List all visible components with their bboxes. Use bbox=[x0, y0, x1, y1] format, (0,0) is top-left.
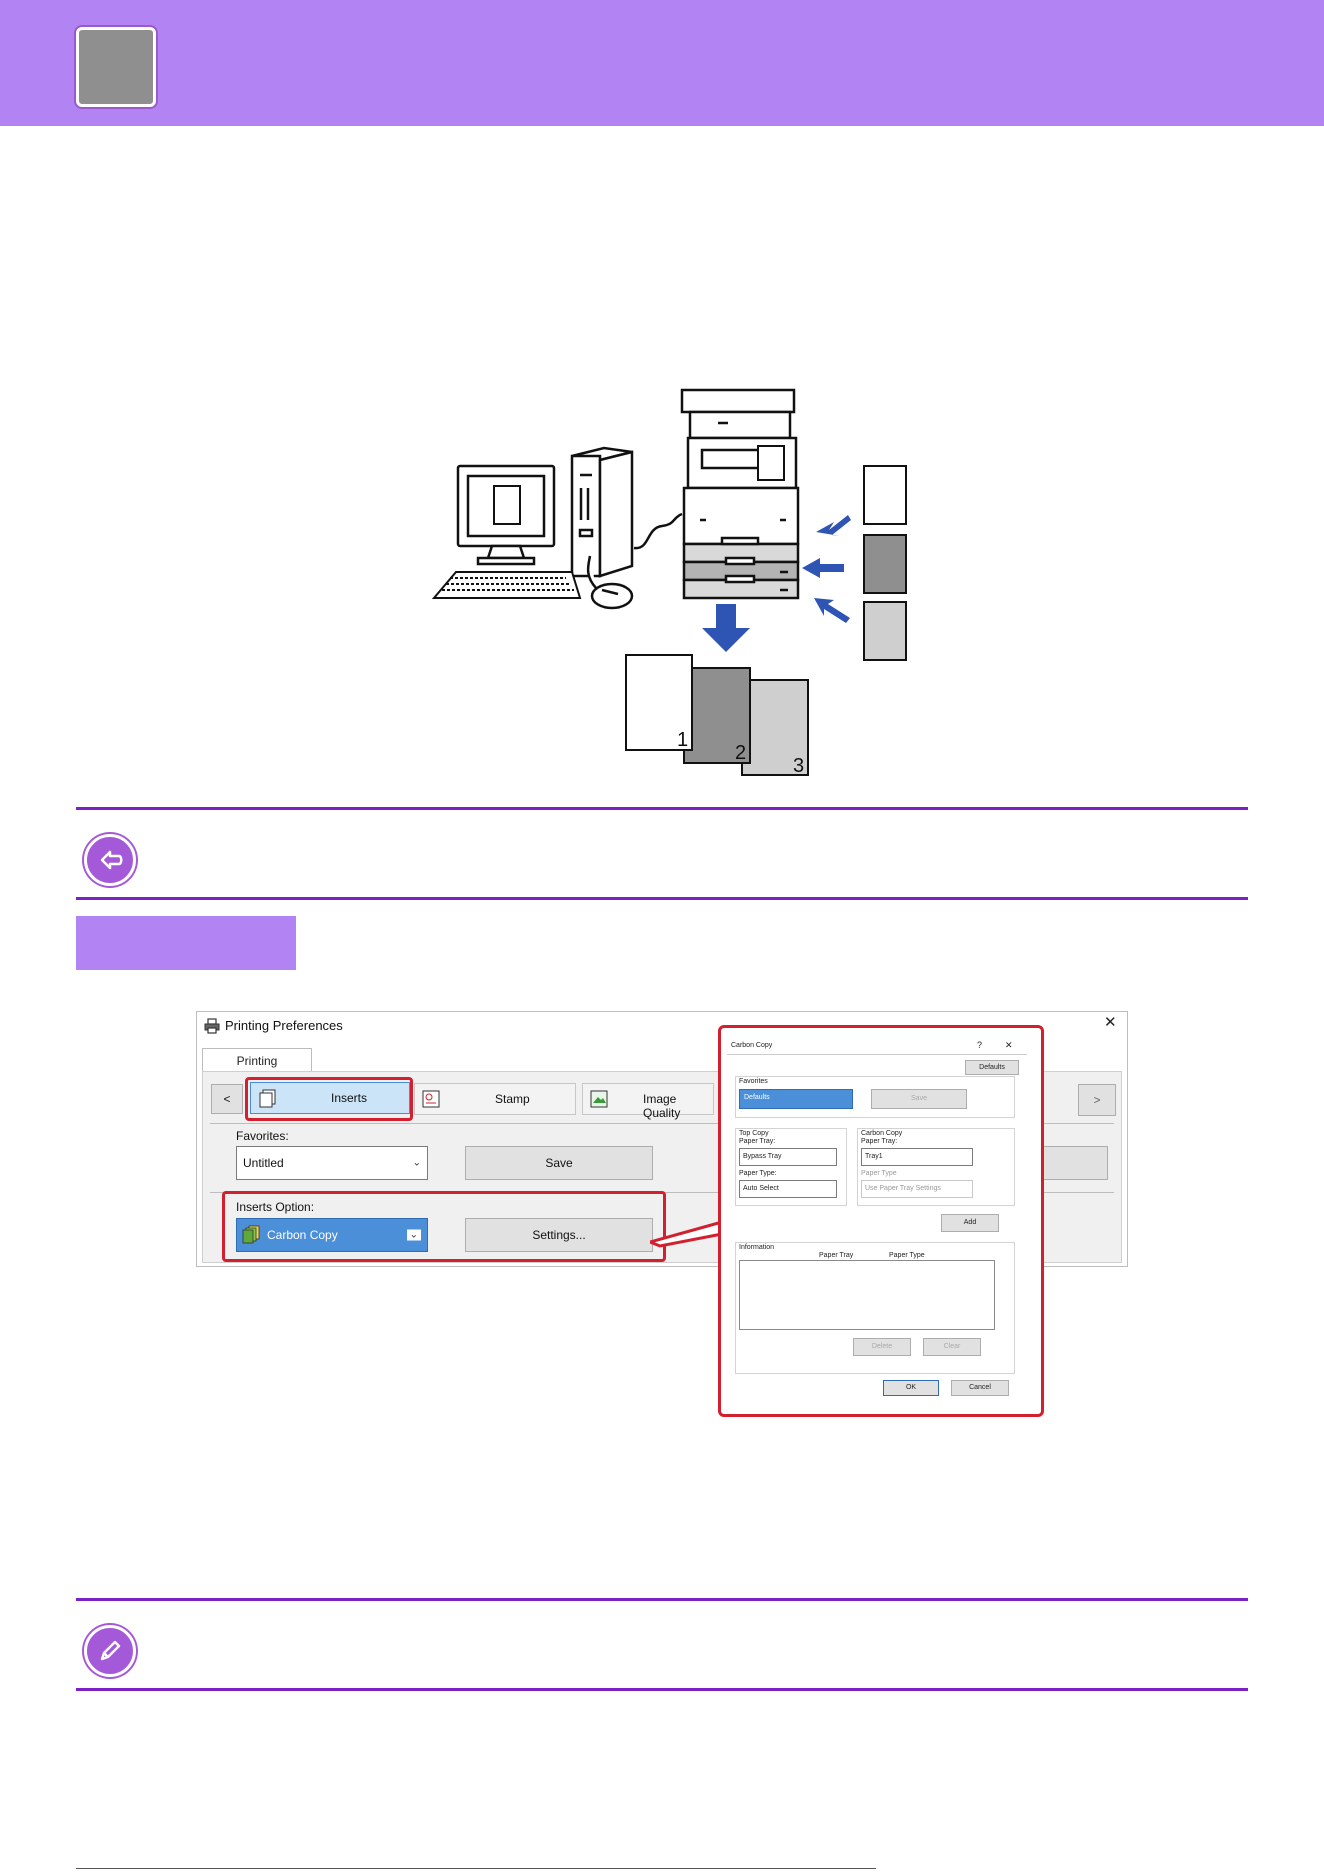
paper-feed-arrows bbox=[702, 515, 851, 652]
reference-rule-top bbox=[76, 807, 1248, 810]
information-label: Information bbox=[739, 1244, 775, 1251]
cc-add-button[interactable]: Add bbox=[941, 1214, 999, 1232]
cc-ok-button[interactable]: OK bbox=[883, 1380, 939, 1396]
window-close-button[interactable]: ✕ bbox=[1104, 1014, 1117, 1031]
window-title: Printing Preferences bbox=[225, 1018, 343, 1033]
top-paper-tray-label: Paper Tray: bbox=[739, 1138, 776, 1145]
stamp-icon bbox=[422, 1090, 440, 1108]
multifunction-printer-icon bbox=[680, 388, 800, 600]
panel-divider bbox=[210, 1123, 1114, 1124]
features-prev-button[interactable]: < bbox=[211, 1084, 243, 1114]
chevron-down-icon: ⌄ bbox=[406, 1229, 421, 1241]
mouse-icon bbox=[586, 555, 634, 610]
cc-paper-type-label: Paper Type bbox=[861, 1170, 897, 1177]
step-heading-box bbox=[76, 916, 296, 970]
note-rule-top bbox=[76, 1598, 1248, 1601]
tab-printing-preferences[interactable]: Printing Preferences bbox=[202, 1048, 312, 1092]
chevron-down-icon: ⌄ bbox=[412, 1157, 421, 1169]
chapter-marker-square bbox=[76, 27, 156, 107]
inserts-icon bbox=[259, 1089, 276, 1108]
inserts-highlight-frame bbox=[245, 1077, 413, 1121]
carbon-copy-dialog: Carbon Copy ? ✕ Defaults Favorites Defau… bbox=[718, 1025, 1044, 1417]
cc-paper-type-select[interactable]: Use Paper Tray Settings bbox=[861, 1180, 973, 1198]
inserts-option-highlight-frame bbox=[222, 1191, 666, 1262]
col-paper-tray: Paper Tray bbox=[819, 1252, 854, 1259]
paper-sheet-dark-gray bbox=[863, 534, 907, 594]
partially-hidden-button[interactable] bbox=[1040, 1146, 1108, 1180]
inserts-option-value: Carbon Copy bbox=[267, 1228, 338, 1242]
carbon-copy-icon bbox=[242, 1225, 260, 1244]
top-copy-group bbox=[735, 1128, 847, 1206]
settings-button[interactable]: Settings... bbox=[465, 1218, 653, 1252]
cc-paper-tray-value: Tray1 bbox=[865, 1153, 883, 1160]
carbon-copy-help-button[interactable]: ? bbox=[977, 1040, 983, 1050]
inserts-option-label: Inserts Option: bbox=[236, 1200, 315, 1214]
title-divider bbox=[727, 1054, 1027, 1055]
paper-sheet-light-gray bbox=[863, 601, 907, 661]
inserts-option-select[interactable]: Carbon Copy ⌄ bbox=[236, 1218, 428, 1252]
favorites-save-button[interactable]: Save bbox=[465, 1146, 653, 1180]
defaults-button[interactable]: Defaults bbox=[965, 1060, 1019, 1075]
note-rule-bottom bbox=[76, 1688, 1248, 1691]
cc-favorites-select[interactable]: Defaults bbox=[739, 1089, 853, 1109]
feature-inserts-label: Inserts bbox=[331, 1091, 368, 1105]
reference-rule-bottom bbox=[76, 897, 1248, 900]
feature-stamp-button[interactable]: Stamp bbox=[414, 1083, 576, 1115]
top-paper-type-value: Auto Select bbox=[743, 1185, 779, 1192]
carbon-copy-group bbox=[857, 1128, 1015, 1206]
paper-sheet-white bbox=[863, 465, 907, 525]
page-number-3: 3 bbox=[793, 755, 804, 777]
page-number-2: 2 bbox=[735, 742, 746, 764]
top-paper-type-label: Paper Type: bbox=[739, 1170, 777, 1177]
printer-icon bbox=[204, 1018, 220, 1034]
output-page-2 bbox=[683, 667, 751, 764]
col-paper-type: Paper Type bbox=[889, 1252, 925, 1259]
output-page-3 bbox=[741, 679, 809, 776]
favorites-group bbox=[735, 1076, 1015, 1118]
cc-paper-tray-select[interactable]: Tray1 bbox=[861, 1148, 973, 1166]
feature-inserts-button[interactable]: Inserts bbox=[250, 1082, 410, 1114]
cc-cancel-button[interactable]: Cancel bbox=[951, 1380, 1009, 1396]
cc-clear-button[interactable]: Clear bbox=[923, 1338, 981, 1356]
cc-save-button[interactable]: Save bbox=[871, 1089, 967, 1109]
print-insert-illustration: 1 2 3 bbox=[431, 388, 907, 777]
callout-connector bbox=[650, 1220, 724, 1248]
top-copy-label: Top Copy bbox=[739, 1130, 769, 1137]
pencil-icon bbox=[84, 1625, 136, 1677]
cc-paper-type-value: Use Paper Tray Settings bbox=[865, 1185, 941, 1192]
keyboard-icon bbox=[431, 571, 582, 599]
cc-paper-tray-label: Paper Tray: bbox=[861, 1138, 898, 1145]
information-list[interactable] bbox=[739, 1260, 995, 1330]
favorites-label: Favorites: bbox=[236, 1129, 289, 1143]
favorites-select[interactable]: Untitled ⌄ bbox=[236, 1146, 428, 1180]
cc-favorites-value: Defaults bbox=[744, 1094, 770, 1101]
chapter-header-band bbox=[0, 0, 1324, 126]
top-paper-type-select[interactable]: Auto Select bbox=[739, 1180, 837, 1198]
pc-tower-icon bbox=[570, 446, 634, 578]
top-paper-tray-select[interactable]: Bypass Tray bbox=[739, 1148, 837, 1166]
page-number-1: 1 bbox=[677, 729, 688, 751]
cc-favorites-label: Favorites bbox=[739, 1078, 768, 1085]
return-arrow-icon bbox=[84, 834, 136, 886]
carbon-copy-group-label: Carbon Copy bbox=[861, 1130, 903, 1137]
cc-delete-button[interactable]: Delete bbox=[853, 1338, 911, 1356]
feature-image-quality-button[interactable]: Image Quality bbox=[582, 1083, 714, 1120]
feature-stamp-label: Stamp bbox=[495, 1092, 530, 1106]
carbon-copy-close-button[interactable]: ✕ bbox=[1005, 1040, 1013, 1050]
information-group bbox=[735, 1242, 1015, 1374]
output-arrow-icon bbox=[702, 604, 750, 652]
feature-image-quality-label: Image Quality bbox=[643, 1092, 681, 1120]
output-page-1 bbox=[625, 654, 693, 751]
footer-rule bbox=[76, 1868, 876, 1869]
image-quality-icon bbox=[590, 1090, 608, 1108]
computer-monitor-icon bbox=[456, 464, 556, 566]
carbon-copy-title: Carbon Copy bbox=[731, 1042, 773, 1049]
top-paper-tray-value: Bypass Tray bbox=[743, 1153, 782, 1160]
favorites-select-value: Untitled bbox=[243, 1156, 284, 1170]
features-next-button[interactable]: > bbox=[1078, 1084, 1116, 1116]
